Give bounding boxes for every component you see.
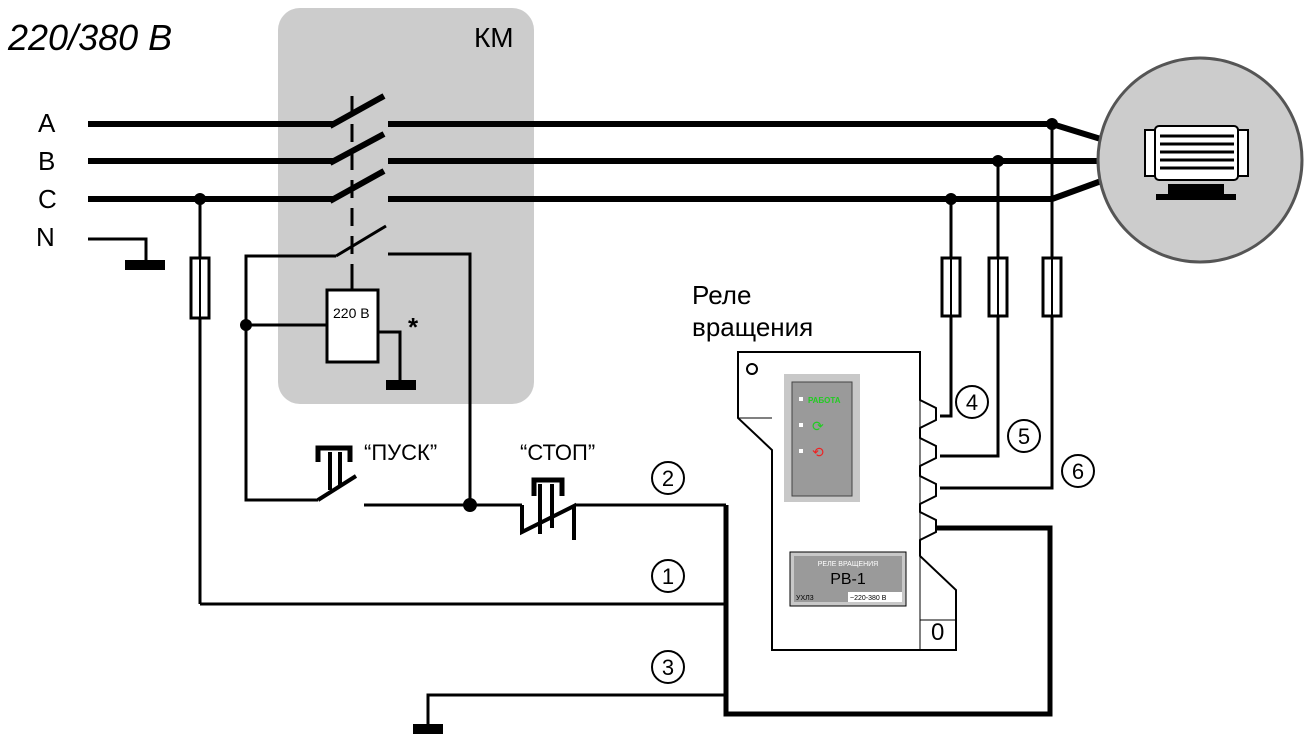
led-work <box>799 397 803 401</box>
phase-lines <box>88 93 1106 204</box>
terminal-6: 6 <box>1072 459 1084 484</box>
led-reverse <box>799 449 803 453</box>
start-button-label: “ПУСК” <box>364 440 437 465</box>
nameplate-rating: ~220-380 В <box>850 595 887 602</box>
voltage-title: 220/380 В <box>7 17 172 58</box>
phase-label-n: N <box>36 222 55 252</box>
terminal-markers <box>651 385 1095 684</box>
indicator-work-label: РАБОТА <box>808 396 841 405</box>
neutral-line <box>88 237 148 262</box>
coil-note: * <box>408 312 419 342</box>
coil-label: 220 В <box>333 305 370 321</box>
motor-icon <box>1144 125 1249 200</box>
terminal-5: 5 <box>1018 424 1030 449</box>
nameplate-title: РЕЛЕ ВРАЩЕНИЯ <box>818 561 878 568</box>
phase-label-b: B <box>38 146 55 176</box>
reverse-rotation-icon: ⟲ <box>812 444 824 460</box>
contactor-housing <box>278 8 534 404</box>
terminal-2: 2 <box>662 466 674 491</box>
terminal-1: 1 <box>662 564 674 589</box>
terminal-3: 3 <box>662 655 674 680</box>
nameplate-climate: УХЛ3 <box>796 595 814 602</box>
phase-label-a: A <box>38 108 56 138</box>
start-button <box>315 445 358 502</box>
ground-symbol-n <box>125 260 165 270</box>
contactor-coil <box>325 288 380 364</box>
nameplate-rating-box <box>848 592 902 602</box>
relay-bus <box>723 505 1053 717</box>
relay-caption-line2: вращения <box>692 312 813 342</box>
stop-button-label: “СТОП” <box>520 440 595 465</box>
contactor-label: КМ <box>474 22 514 53</box>
terminal-4: 4 <box>966 390 978 415</box>
relay-caption-line1: Реле <box>692 280 751 310</box>
ground-symbol-coil <box>386 380 416 390</box>
nameplate-model: РВ-1 <box>830 571 866 588</box>
ground-symbol-relay <box>413 724 443 734</box>
control-wiring <box>198 199 726 724</box>
forward-rotation-icon: ⟳ <box>812 418 824 434</box>
phase-label-c: C <box>38 184 57 214</box>
relay-corner-mark: 0 <box>931 619 944 646</box>
led-forward <box>799 423 803 427</box>
relay-input-fuses <box>940 124 1063 490</box>
stop-button <box>520 477 576 540</box>
